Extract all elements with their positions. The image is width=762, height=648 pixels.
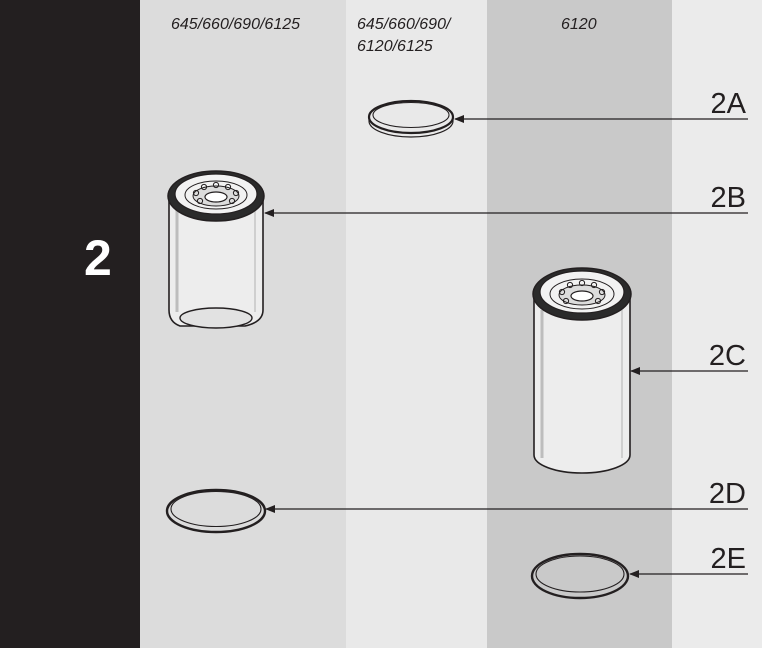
- callout-label-2c: 2C: [709, 340, 746, 372]
- column-header-3: 6120: [561, 16, 597, 33]
- column-header-1: 645/660/690/6125: [171, 16, 301, 33]
- filter-cartridge-2c: [532, 267, 632, 474]
- seal-ring-2e: [530, 552, 630, 600]
- filter-cartridge-2b: [167, 170, 265, 329]
- seal-ring-2d: [165, 488, 267, 534]
- callout-label-2b: 2B: [711, 182, 746, 214]
- column-band-2: [346, 0, 487, 648]
- callout-band: [672, 0, 762, 648]
- callout-label-2e: 2E: [711, 543, 746, 575]
- section-number: 2: [84, 230, 112, 286]
- seal-ring-2a: [367, 99, 455, 138]
- section-band: [0, 0, 140, 648]
- callout-label-2d: 2D: [709, 478, 746, 510]
- callout-label-2a: 2A: [711, 88, 747, 120]
- column-header-2: 645/660/690/ 6120/6125: [357, 16, 451, 55]
